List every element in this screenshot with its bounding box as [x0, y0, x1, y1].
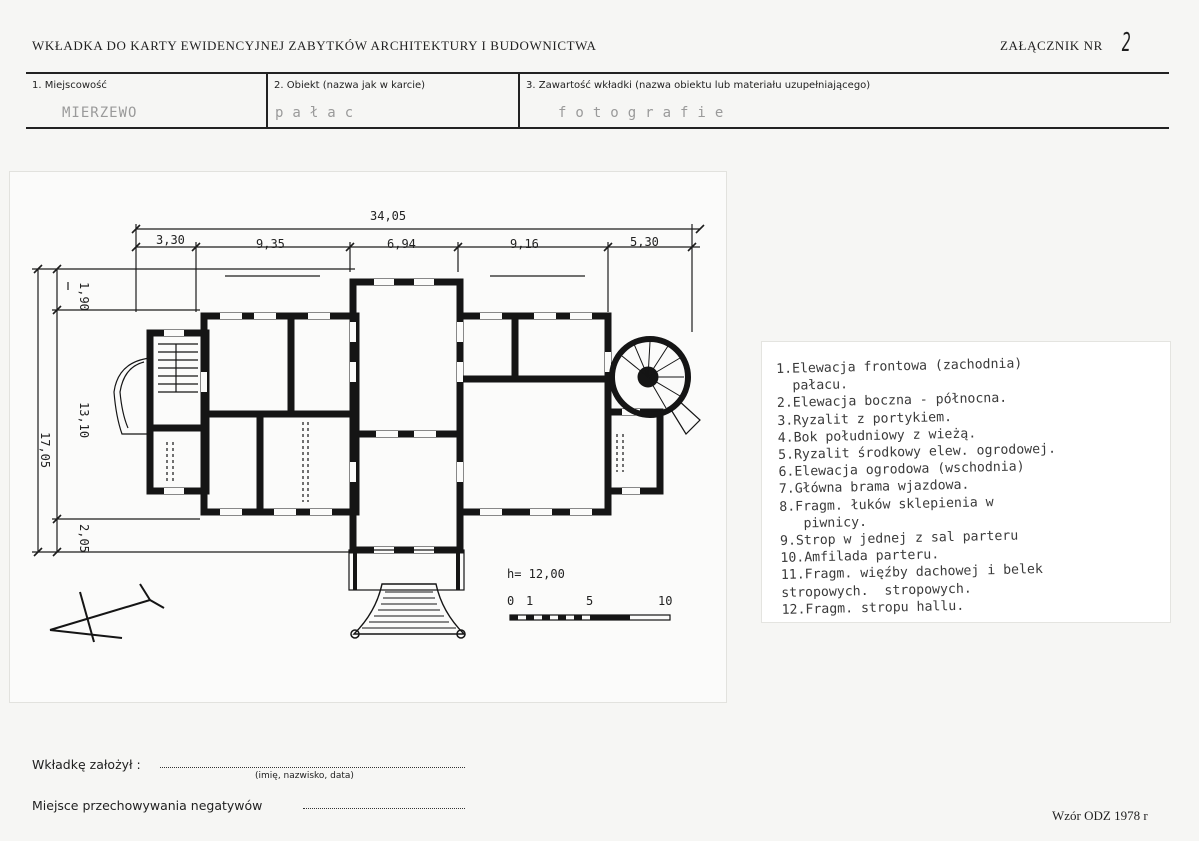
depth-seg-2: 13,10 — [77, 402, 91, 438]
scale-label-1: 1 — [526, 594, 533, 608]
header-rule-bottom — [26, 127, 1169, 129]
left-annex — [146, 329, 210, 495]
object-label: 2. Obiekt (nazwa jak w karcie) — [274, 80, 426, 91]
locality-label: 1. Miejscowość — [32, 80, 107, 91]
width-seg-2: 9,35 — [256, 237, 285, 251]
created-by-label: Wkładkę założył : — [32, 757, 141, 772]
right-annex — [604, 408, 664, 495]
width-seg-1: 3,30 — [156, 233, 185, 247]
width-seg-5: 5,30 — [630, 235, 659, 249]
floor-plan-photo: 34,05 3,30 9,35 6,94 9,16 5,30 17,05 1,9… — [10, 172, 726, 702]
depth-total-text: 17,05 — [38, 432, 52, 468]
north-arrow — [49, 583, 165, 643]
negatives-storage-label: Miejsce przechowywania negatywów — [32, 798, 263, 813]
header-rule-top — [26, 72, 1169, 74]
form-title: WKŁADKA DO KARTY EWIDENCYJNEJ ZABYTKÓW A… — [32, 38, 597, 53]
floor-plan-drawing: 34,05 3,30 9,35 6,94 9,16 5,30 17,05 1,9… — [32, 209, 705, 643]
negatives-storage-line[interactable] — [303, 808, 465, 809]
content-label: 3. Zawartość wkładki (nazwa obiektu lub … — [526, 80, 871, 91]
field-divider-1 — [266, 72, 268, 128]
created-by-line[interactable] — [160, 767, 465, 768]
locality-value: MIERZEWO — [62, 105, 138, 121]
created-by-hint: (imię, nazwisko, data) — [255, 771, 354, 781]
attachment-label: ZAŁĄCZNIK NR — [1000, 38, 1103, 53]
total-width-text: 34,05 — [370, 209, 406, 223]
depth-seg-3: 2,05 — [77, 524, 91, 553]
scale-bar — [509, 614, 671, 621]
attachment-number: 2 — [1121, 28, 1131, 58]
width-seg-3: 6,94 — [387, 237, 416, 251]
photo-legend: 1.Elewacja frontowa (zachodnia) pałacu. … — [762, 342, 1170, 622]
scale-label-10: 10 — [658, 594, 672, 608]
scale-label-5: 5 — [586, 594, 593, 608]
depth-seg-1: 1,90 — [77, 282, 91, 311]
object-value: pałac — [275, 105, 363, 121]
width-seg-4: 9,16 — [510, 237, 539, 251]
right-wing — [456, 312, 612, 516]
form-pattern: Wzór ODZ 1978 r — [1052, 808, 1148, 823]
field-divider-2 — [518, 72, 520, 128]
height-note: h= 12,00 — [507, 567, 565, 581]
content-value: fotografie — [558, 105, 733, 121]
tower — [609, 336, 691, 418]
central-block — [349, 278, 464, 554]
scale-label-0: 0 — [507, 594, 514, 608]
